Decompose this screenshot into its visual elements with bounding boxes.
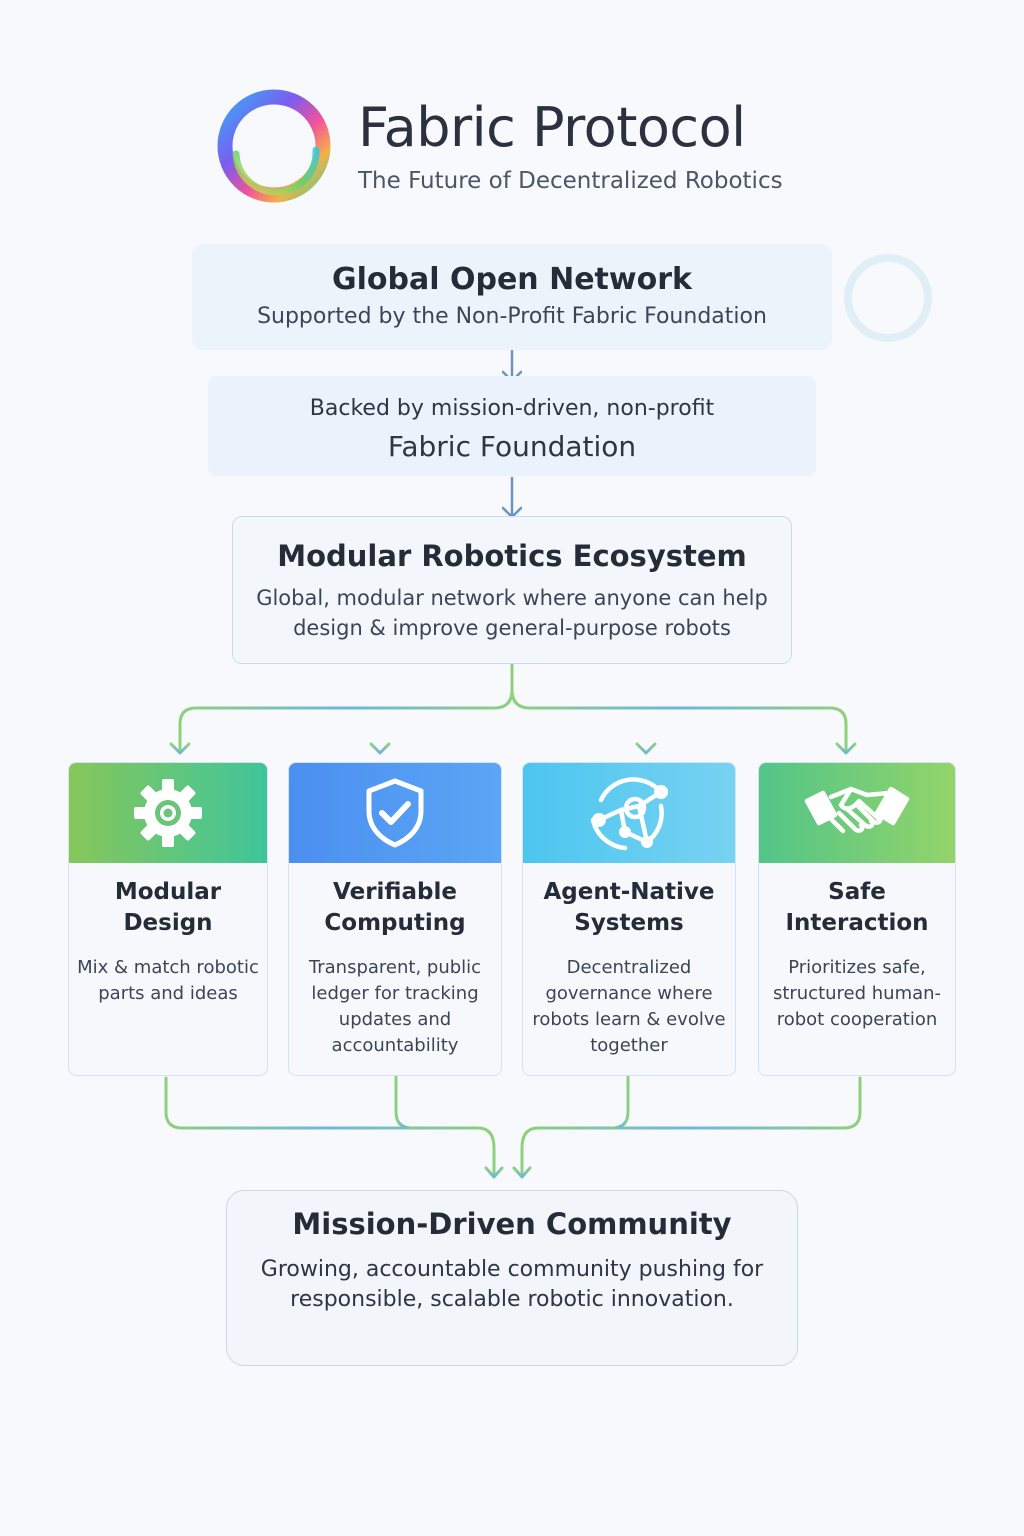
ecosystem-title: Modular Robotics Ecosystem <box>277 539 747 573</box>
pillar-card-agent-native-systems: Agent-Native Systems Decentralized gover… <box>522 762 736 1076</box>
branch-trunk <box>178 652 514 754</box>
merge-agent <box>610 1074 630 1130</box>
pillar-title: Agent-Native Systems <box>543 879 715 936</box>
page-title: Fabric Protocol <box>358 96 746 159</box>
pillar-title: Safe Interaction <box>785 879 929 936</box>
pillar-card-verifiable-computing: Verifiable Computing Transparent, public… <box>288 762 502 1076</box>
pillar-card-header <box>759 763 955 863</box>
ecosystem-description: Global, modular network where anyone can… <box>256 586 768 640</box>
ecosystem-box: Modular Robotics Ecosystem Global, modul… <box>232 516 792 664</box>
arrow-backed-to-ecosystem <box>501 476 523 519</box>
merge-left <box>164 1076 496 1178</box>
fabric-logo <box>217 89 331 203</box>
pillar-description: Decentralized governance where robots le… <box>532 957 726 1056</box>
backing-box: Backed by mission-driven, non-profit Fab… <box>208 376 816 476</box>
community-description: Growing, accountable community pushing f… <box>260 1257 764 1312</box>
handshake-icon <box>804 786 910 834</box>
ring-watermark-icon <box>844 254 932 342</box>
pillar-card-header <box>69 763 267 863</box>
community-box: Mission-Driven Community Growing, accoun… <box>226 1190 798 1366</box>
global-network-title: Global Open Network <box>332 262 692 297</box>
pillar-card-header <box>523 763 735 863</box>
backing-line1: Backed by mission-driven, non-profit <box>309 396 715 421</box>
pillar-card-header <box>289 763 501 863</box>
global-network-box: Global Open Network Supported by the Non… <box>192 244 932 350</box>
pillar-card-modular-design: Modular Design Mix & match robotic parts… <box>68 762 268 1076</box>
merge-right <box>520 1076 862 1178</box>
backing-line2: Fabric Foundation <box>387 430 637 463</box>
branch-right <box>510 688 848 754</box>
pillar-title: Modular Design <box>114 879 222 936</box>
global-network-subtitle: Supported by the Non-Profit Fabric Found… <box>257 304 767 329</box>
pillar-description: Transparent, public ledger for tracking … <box>308 957 482 1056</box>
network-globe-icon <box>590 777 668 851</box>
pillar-description: Prioritizes safe, structured human-robot… <box>772 957 942 1030</box>
pillar-title: Verifiable Computing <box>324 879 466 936</box>
page-subtitle: The Future of Decentralized Robotics <box>358 168 783 194</box>
shield-check-icon <box>366 778 424 848</box>
pillar-description: Mix & match robotic parts and ideas <box>77 957 259 1004</box>
merge-verifiable <box>394 1074 414 1130</box>
community-title: Mission-Driven Community <box>292 1207 732 1241</box>
gear-icon <box>134 779 202 847</box>
pillar-card-safe-interaction: Safe Interaction Prioritizes safe, struc… <box>758 762 956 1076</box>
